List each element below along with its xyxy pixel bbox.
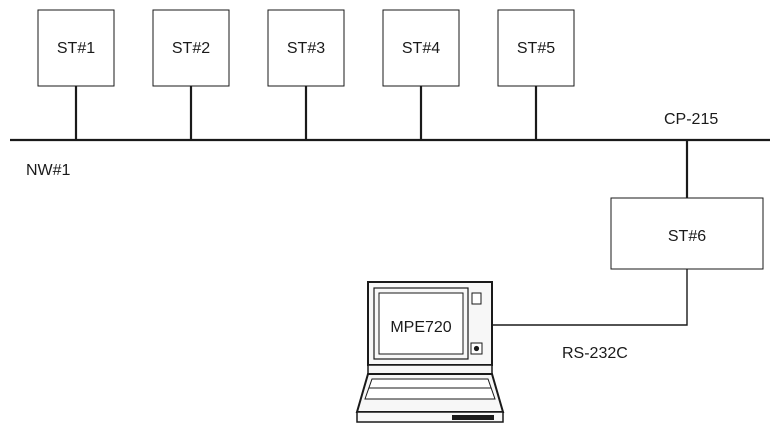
station-4-label: ST#4 — [402, 40, 440, 57]
network-label: NW#1 — [26, 162, 71, 179]
serial-label: RS-232C — [562, 345, 628, 362]
station-1: ST#1 — [37, 9, 115, 140]
laptop-icon: MPE720 — [355, 281, 505, 423]
station-3: ST#3 — [267, 9, 345, 140]
bus-label: CP-215 — [664, 111, 718, 128]
station-6-box — [610, 197, 764, 270]
laptop-keyboard-area — [364, 378, 496, 400]
station-3-label: ST#3 — [287, 40, 325, 57]
laptop-front-edge — [356, 411, 504, 423]
laptop-screen — [378, 292, 464, 355]
station-5: ST#5 — [497, 9, 575, 140]
station-5-label: ST#5 — [517, 40, 555, 57]
laptop-hinge — [367, 364, 493, 375]
station-5-box — [497, 9, 575, 87]
station-1-label: ST#1 — [57, 40, 95, 57]
station-6: ST#6 — [610, 197, 764, 270]
station-6-label: ST#6 — [668, 228, 706, 245]
station-4-box — [382, 9, 460, 87]
laptop-top-button — [471, 292, 482, 305]
station-4: ST#4 — [382, 9, 460, 140]
serial-cable-line — [492, 269, 688, 326]
station-3-box — [267, 9, 345, 87]
station-2-box — [152, 9, 230, 87]
station-2: ST#2 — [152, 9, 230, 140]
laptop-screen-label: MPE720 — [390, 319, 451, 336]
station-2-label: ST#2 — [172, 40, 210, 57]
laptop-front-slot — [452, 415, 494, 420]
laptop-bottom-button-dot — [473, 345, 480, 352]
